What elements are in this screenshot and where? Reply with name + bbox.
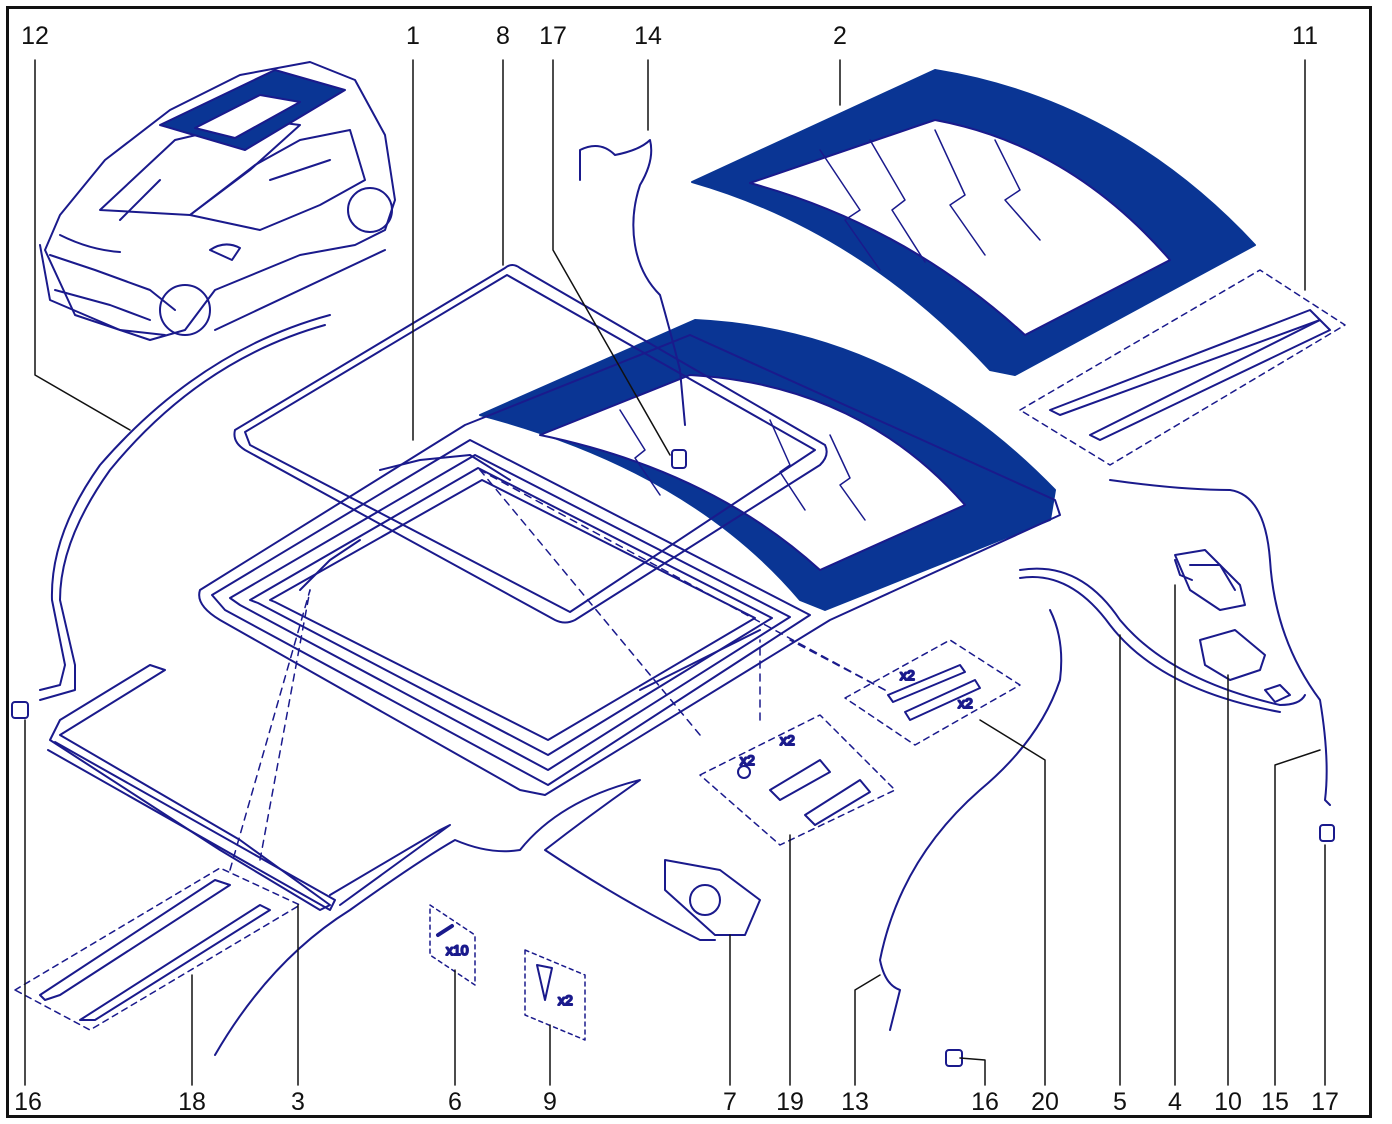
callout-9: 9 — [543, 1088, 557, 1116]
end-cap-17-bottom — [1319, 824, 1335, 842]
car-thumbnail — [39, 61, 396, 341]
drain-hose-12 — [39, 324, 326, 701]
qty-x2-19b: x2 — [780, 732, 795, 748]
cable-5 — [1019, 567, 1306, 706]
qty-x10-6: x10 — [446, 942, 469, 958]
callout-11: 11 — [1292, 22, 1318, 50]
callout-4: 4 — [1168, 1088, 1182, 1116]
callout-19: 19 — [776, 1088, 804, 1116]
qty-x2-20a: x2 — [900, 667, 915, 683]
drain-hose-13 — [879, 609, 1063, 1031]
control-module-10 — [1199, 629, 1291, 703]
qty-x2-20b: x2 — [958, 695, 973, 711]
callout-16-bottom: 16 — [971, 1088, 999, 1116]
callout-8: 8 — [496, 22, 510, 50]
end-cap-17-top — [671, 449, 687, 469]
callout-16-left: 16 — [14, 1088, 42, 1116]
rail-18 — [14, 867, 301, 1031]
callout-18: 18 — [178, 1088, 206, 1116]
glass-reflection-lines — [819, 129, 1041, 271]
trim-strips-11 — [1019, 269, 1346, 466]
leader-lines — [24, 59, 1326, 1086]
hardware-set-20 — [844, 639, 1021, 746]
callout-17-top: 17 — [539, 22, 567, 50]
hardware-set-19 — [699, 714, 896, 846]
callout-12: 12 — [21, 22, 49, 50]
qty-x2-19a: x2 — [740, 752, 755, 768]
callout-17-bottom: 17 — [1311, 1088, 1339, 1116]
callout-10: 10 — [1214, 1088, 1242, 1116]
screw-set-9 — [524, 949, 586, 1041]
callout-2: 2 — [833, 22, 847, 50]
callout-1: 1 — [406, 22, 420, 50]
drain-hose-14 — [579, 139, 686, 426]
motor-4 — [1174, 549, 1246, 611]
callout-14: 14 — [634, 22, 662, 50]
callout-20: 20 — [1031, 1088, 1059, 1116]
callout-7: 7 — [723, 1088, 737, 1116]
callout-3: 3 — [291, 1088, 305, 1116]
clip-set-6 — [429, 904, 476, 986]
callout-15: 15 — [1261, 1088, 1289, 1116]
assembly-guide-lines — [229, 469, 886, 871]
rail-3 — [47, 664, 451, 911]
drain-hose-15 — [1109, 479, 1331, 806]
callout-13: 13 — [841, 1088, 869, 1116]
switch-panel-7 — [664, 859, 761, 936]
end-cap-16-left — [11, 701, 29, 719]
sunroof-frame-1 — [198, 334, 1061, 796]
wiring-harness — [214, 779, 716, 1056]
callout-6: 6 — [448, 1088, 462, 1116]
qty-x2-9: x2 — [558, 992, 573, 1008]
seal-8 — [233, 264, 828, 624]
callout-5: 5 — [1113, 1088, 1127, 1116]
